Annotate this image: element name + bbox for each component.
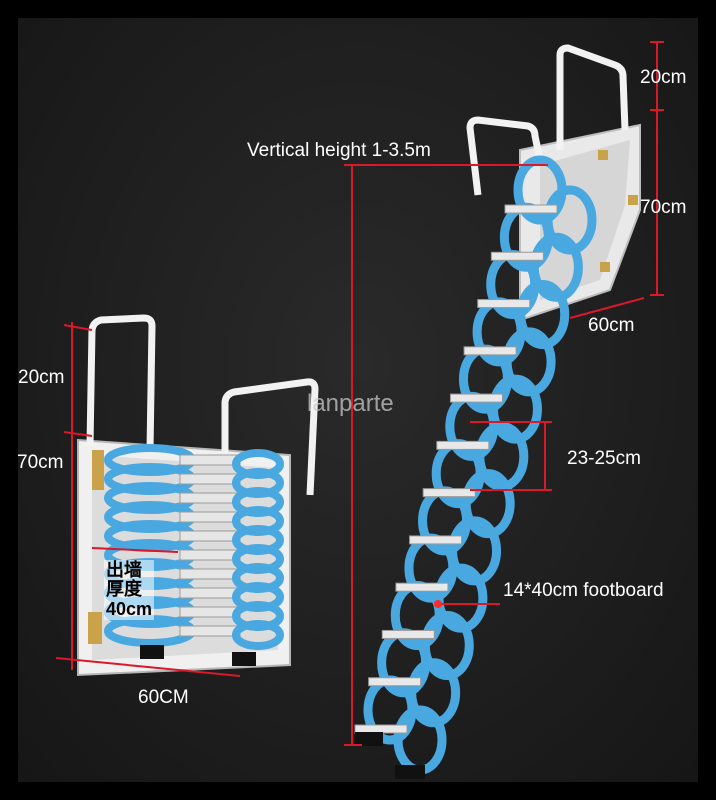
- step: [395, 582, 449, 592]
- footboard-marker: [434, 600, 442, 608]
- top-height-20-label: 20cm: [640, 67, 687, 88]
- top-right-handrail: [556, 44, 629, 150]
- left-height-70-label: 70cm: [17, 452, 64, 473]
- step: [409, 535, 463, 545]
- step: [368, 677, 422, 687]
- left-height-20-label: 20cm: [18, 367, 65, 388]
- folded-steps: [104, 444, 284, 650]
- step: [436, 440, 490, 450]
- step: [381, 629, 435, 639]
- folded-ladder: [77, 314, 319, 677]
- folded-foot-left: [140, 645, 164, 659]
- extended-ladder: [354, 44, 641, 779]
- folded-right-handrail: [221, 378, 319, 496]
- watermark: lanparte: [307, 390, 394, 417]
- left-width-60-label: 60CM: [138, 687, 189, 708]
- footboard-label: 14*40cm footboard: [503, 580, 664, 601]
- right-dimension-lines: [344, 41, 664, 746]
- left-dimension-lines: [55, 322, 241, 677]
- top-left-handrail: [466, 116, 544, 196]
- step: [422, 488, 476, 498]
- foot-right: [395, 765, 425, 779]
- step: [354, 724, 408, 734]
- step: [463, 346, 517, 356]
- step: [449, 393, 503, 403]
- vertical-height-label: Vertical height 1-3.5m: [247, 140, 431, 161]
- wall-thickness-line-2: 厚度: [106, 579, 142, 600]
- folded-step: [104, 463, 284, 498]
- wall-thickness-line-3: 40cm: [106, 598, 153, 619]
- step: [490, 251, 544, 261]
- step-gap-label: 23-25cm: [567, 448, 641, 469]
- foot-left: [355, 732, 383, 746]
- step: [477, 299, 531, 309]
- hinge-top: [92, 450, 104, 490]
- top-height-70-label: 70cm: [640, 197, 687, 218]
- folded-left-handrail: [86, 314, 156, 451]
- folded-step: [104, 520, 284, 555]
- top-width-60-label: 60cm: [588, 315, 635, 336]
- steps: [354, 204, 558, 734]
- folded-foot-right: [232, 652, 256, 666]
- wall-thickness-line-1: 出墙: [106, 560, 142, 580]
- hinge-bottom: [88, 612, 102, 644]
- step: [504, 204, 558, 214]
- wall-thickness-label: 出墙 厚度 40cm: [104, 560, 155, 621]
